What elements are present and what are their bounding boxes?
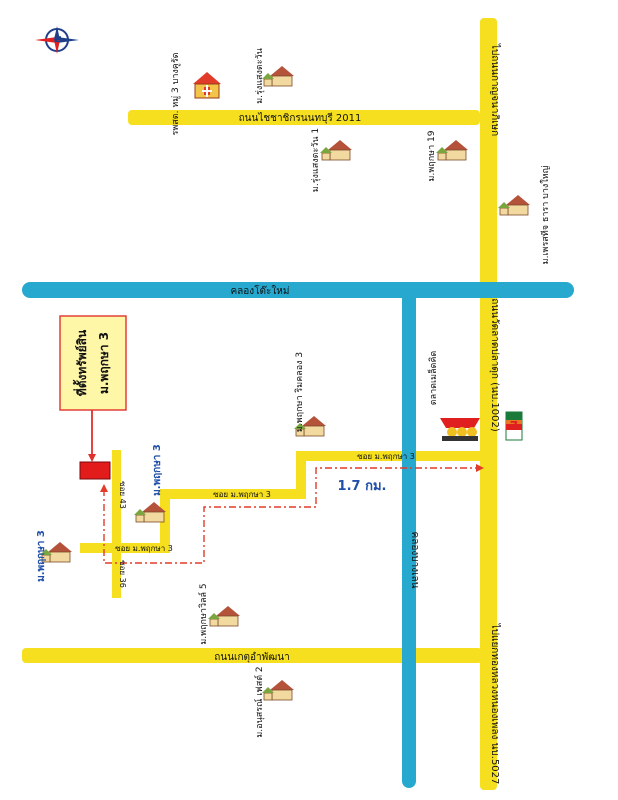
route-arrow-tail <box>100 484 108 492</box>
canal-label-vertical: คลองบางเลน <box>409 532 420 589</box>
house-icon-phruksa3-a <box>40 542 72 563</box>
soi-phruksa3-low <box>80 543 170 553</box>
target-title: ที่ตั้งทรัพย์สิน <box>72 329 89 396</box>
label-inn-city: ม.อนุสรณ์ เฟสต์ 2 <box>253 666 265 737</box>
canal-khlong-toei-new <box>22 282 574 298</box>
svg-text:7: 7 <box>510 419 518 433</box>
house-icon-rungsaeng1 <box>320 140 352 161</box>
label-sawan: ม.เพรสทีจ ธารา บางใหญ่ <box>540 165 551 264</box>
soi-phruksa3-top <box>298 451 482 461</box>
road-rama-2011 <box>128 110 480 125</box>
house-icon-phruksa3-rim <box>294 416 326 437</box>
soi-label-43: ซอย 43 <box>118 481 127 509</box>
label-phruksa3-blue-b: ม.พฤกษา 3 <box>152 444 163 496</box>
soi-phruksa3-step1 <box>296 451 306 499</box>
house-icon-rungsaeng <box>262 66 294 87</box>
road-label-rama-2011: ถนนไชชาชิกรนนทบุรี 2011 <box>239 112 362 124</box>
label-rungsaeng: ม.รุ่งแสงตะวัน <box>255 48 265 104</box>
route-path <box>103 467 482 564</box>
canal-label-khlong-toei-new: คลองโต๊ะใหม่ <box>230 284 289 297</box>
canal-network <box>22 282 574 788</box>
label-rungsaeng1: ม.รุ่งแสงตะวัน 1 <box>311 128 321 192</box>
soi-label-phruksa3-mid: ซอย ม.พฤกษา 3 <box>213 490 271 499</box>
soi-label-phruksa3-top: ซอย ม.พฤกษา 3 <box>357 452 415 461</box>
canal-vertical <box>402 288 416 788</box>
market-icon <box>440 418 480 441</box>
house-icon-phruksa3-b <box>134 502 166 523</box>
house-icon-phruksaville5 <box>208 606 240 627</box>
road-network <box>22 18 497 790</box>
road-label-tiwanon: ถนนเกตุอำพัฒนา <box>214 652 289 663</box>
main-road-vertical <box>480 18 497 790</box>
label-phruksaville5: ม.พฤกษาวิลล์ 5 <box>197 583 209 644</box>
house-icon-phruksa19 <box>436 140 468 161</box>
route-arrow-head <box>476 464 484 472</box>
soi-phruksa3-step2 <box>160 489 170 553</box>
house-icon-sawan <box>498 195 530 216</box>
hospital-icon <box>193 72 221 99</box>
label-phruksa3-blue-a: ม.พฤกษา 3 <box>36 530 47 582</box>
target-subtitle: ม.พฤกษา 3 <box>97 332 111 394</box>
main-road-label-mid: ถนนวัดลาดปลาดุก (นบ.1002) <box>489 298 500 432</box>
label-market: ตลาดเมล็ดคิด <box>426 351 439 406</box>
main-road-label-top: ไปถนนกาญจนาภิเษก <box>489 43 501 136</box>
target-plot <box>79 461 111 480</box>
compass-letter: N <box>54 35 64 43</box>
soi-phruksa3-mid <box>160 489 306 499</box>
road-tiwanon <box>22 648 482 663</box>
compass-icon: N <box>35 26 79 54</box>
label-phruksa19: ม.พฤกษา 19 <box>427 130 437 181</box>
target-label-box <box>59 315 127 411</box>
seven-eleven-icon: 7 <box>505 411 523 441</box>
route-line <box>103 467 482 564</box>
label-hospital: รพสต. หมู่ 3 บางคูรัด <box>171 52 181 135</box>
distance-label: 1.7 กม. <box>338 479 387 494</box>
house-icon-inn-city <box>262 680 294 701</box>
main-road-label-bottom: ไปแยกทองหลวงหนองเพลง นบ.5027 <box>489 623 501 785</box>
soi-43-36 <box>112 450 121 598</box>
label-phruksa3-rim-1: ม.พฤกษา ริมคลอง 3 <box>294 352 305 432</box>
soi-label-36: ซอย 36 <box>118 560 127 588</box>
target-pointer-head <box>88 454 96 462</box>
soi-label-phruksa3-low: ซอย ม.พฤกษา 3 <box>115 544 173 553</box>
